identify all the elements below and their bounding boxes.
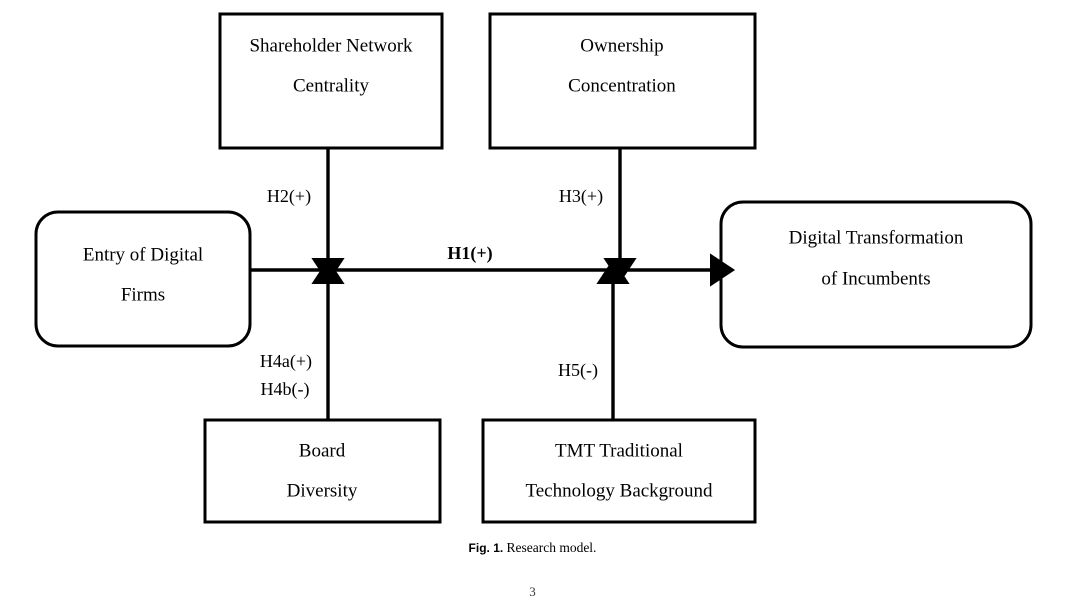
page-number: 3: [529, 584, 536, 599]
node-label-ownership-concentration-line2: Concentration: [568, 75, 676, 96]
hypothesis-label-h5: H5(-): [558, 360, 598, 381]
node-label-tmt-traditional-technology-background-line2: Technology Background: [525, 480, 713, 501]
hypothesis-label-h1: H1(+): [447, 243, 492, 264]
node-label-board-diversity-line1: Board: [299, 440, 346, 461]
node-box-entry-of-digital-firms: [34, 210, 252, 348]
node-shareholder-network-centrality: Shareholder Network Centrality: [218, 12, 444, 150]
node-tmt-traditional-technology-background: TMT Traditional Technology Background: [481, 418, 757, 524]
node-label-board-diversity-line2: Diversity: [287, 480, 358, 501]
hypothesis-label-h3: H3(+): [559, 186, 603, 207]
node-label-tmt-traditional-technology-background-line1: TMT Traditional: [555, 440, 683, 461]
hypothesis-label-h4a: H4a(+): [260, 351, 312, 372]
node-board-diversity: Board Diversity: [203, 418, 442, 524]
node-label-entry-of-digital-firms-line1: Entry of Digital: [83, 244, 203, 265]
node-label-digital-transformation-of-incumbents-line1: Digital Transformation: [789, 227, 964, 248]
figure-caption: Fig. 1. Research model.: [0, 540, 1065, 556]
hypothesis-label-h4b: H4b(-): [261, 379, 310, 400]
node-box-tmt-traditional-technology-background: [481, 418, 757, 524]
figure-caption-text: Research model.: [506, 540, 597, 555]
node-box-ownership-concentration: [488, 12, 757, 150]
node-digital-transformation-of-incumbents: Digital Transformation of Incumbents: [719, 200, 1033, 349]
node-entry-of-digital-firms: Entry of Digital Firms: [34, 210, 252, 348]
hypothesis-label-h2: H2(+): [267, 186, 311, 207]
node-label-entry-of-digital-firms-line2: Firms: [121, 284, 165, 305]
node-label-ownership-concentration-line1: Ownership: [580, 35, 663, 56]
node-ownership-concentration: Ownership Concentration: [488, 12, 757, 150]
node-label-shareholder-network-centrality-line2: Centrality: [293, 75, 369, 96]
node-box-shareholder-network-centrality: [218, 12, 444, 150]
node-label-shareholder-network-centrality-line1: Shareholder Network: [249, 35, 413, 56]
figure-caption-prefix: Fig. 1.: [468, 541, 504, 555]
node-box-board-diversity: [203, 418, 442, 524]
node-label-digital-transformation-of-incumbents-line2: of Incumbents: [821, 268, 930, 289]
